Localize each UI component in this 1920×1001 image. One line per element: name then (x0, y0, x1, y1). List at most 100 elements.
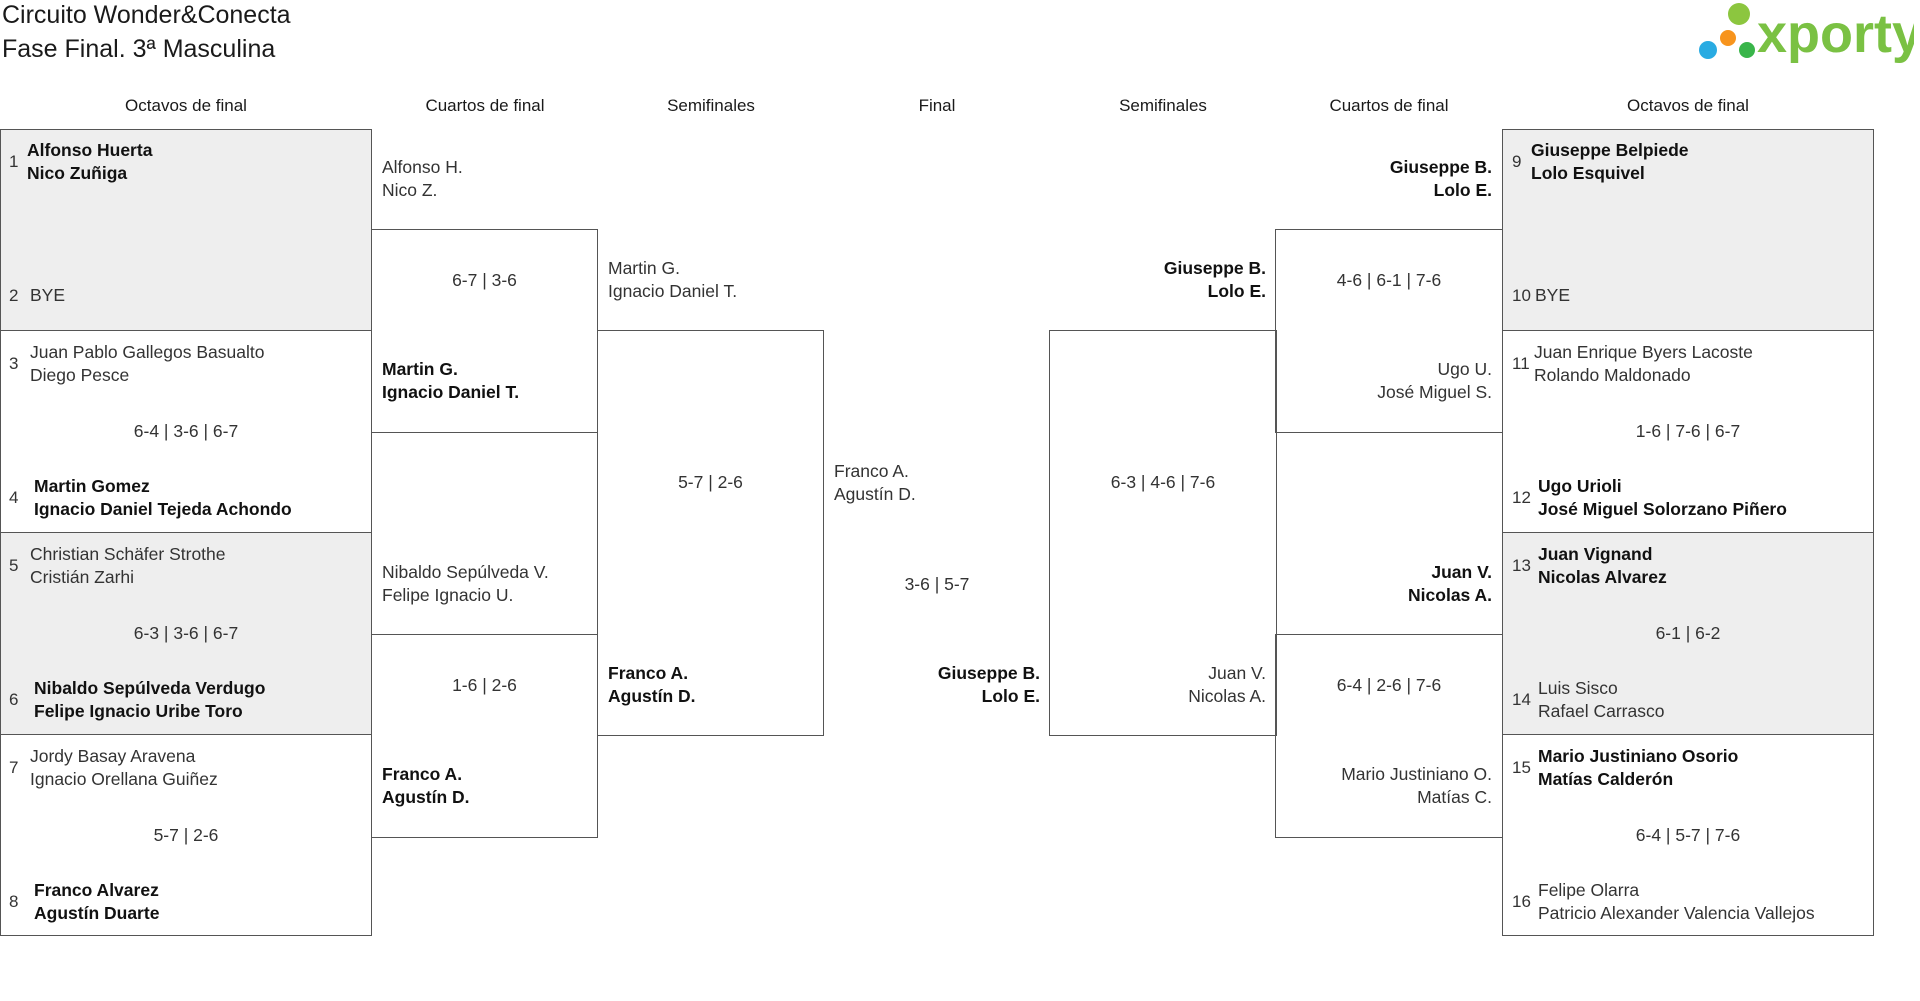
player-name: Nibaldo Sepúlveda Verdugo (34, 678, 266, 698)
player-name: Nicolas Alvarez (1538, 567, 1667, 587)
player-name: Rolando Maldonado (1534, 365, 1691, 385)
player-name: Juan Vignand (1538, 544, 1653, 564)
player-name: Agustín D. (834, 484, 916, 504)
match-box[interactable] (0, 129, 372, 331)
player-name: Jordy Basay Aravena (30, 746, 196, 766)
player-name: Martin G. (382, 359, 458, 379)
player-name: Juan V. (1208, 663, 1266, 683)
match-score: 6-4 | 5-7 | 7-6 (1635, 825, 1741, 845)
player-name: Nibaldo Sepúlveda V. (382, 562, 549, 582)
player-name: Franco A. (608, 663, 689, 683)
col-header-left-qf: Cuartos de final (425, 96, 545, 115)
player-name: Matías Calderón (1538, 769, 1674, 789)
player-name: Ignacio Daniel Tejeda Achondo (34, 499, 292, 519)
match-box[interactable] (1502, 129, 1874, 331)
match-box[interactable] (0, 532, 372, 735)
player-name: Matías C. (1417, 787, 1492, 807)
seed-number: 16 (1512, 892, 1531, 911)
logo-dot-blue (1699, 41, 1717, 59)
player-name: Felipe Olarra (1538, 880, 1640, 900)
seed-number: 11 (1512, 354, 1530, 373)
seed-number: 2 (9, 286, 19, 305)
logo-dot-green-small (1739, 42, 1755, 58)
player-name: Franco A. (834, 461, 909, 481)
player-name: Ignacio Orellana Guiñez (30, 769, 218, 789)
logo-text: xporty (1757, 4, 1914, 64)
col-header-final: Final (918, 96, 956, 115)
player-name: Giuseppe B. (1163, 258, 1266, 278)
player-name: Agustín D. (608, 686, 696, 706)
seed-number: 5 (9, 556, 19, 575)
seed-number: 1 (9, 152, 19, 171)
match-score: 6-1 | 6-2 (1655, 623, 1721, 643)
logo-dot-green (1728, 3, 1750, 25)
seed-number: 6 (9, 690, 19, 709)
player-name: José Miguel S. (1377, 382, 1492, 402)
player-name: Ignacio Daniel T. (608, 281, 738, 301)
player-name: Nico Zuñiga (27, 163, 128, 183)
match-score: 1-6 | 2-6 (452, 675, 517, 695)
player-name: Felipe Ignacio U. (382, 585, 514, 605)
final-score: 3-6 | 5-7 (904, 574, 970, 594)
seed-number: 9 (1512, 152, 1522, 171)
match-score: 5-7 | 2-6 (678, 472, 743, 492)
player-name: Lolo E. (1207, 281, 1266, 301)
tournament-title: Circuito Wonder&Conecta (2, 1, 291, 29)
player-name: BYE (30, 285, 66, 305)
player-name: José Miguel Solorzano Piñero (1538, 499, 1787, 519)
seed-number: 8 (9, 892, 19, 911)
player-name: Ugo Urioli (1538, 476, 1622, 496)
seed-number: 13 (1512, 556, 1531, 575)
match-box[interactable] (1049, 330, 1277, 736)
player-name: Ignacio Daniel T. (382, 382, 520, 402)
player-name: Nico Z. (382, 180, 438, 200)
player-name: Luis Sisco (1538, 678, 1618, 698)
player-name: Juan Enrique Byers Lacoste (1534, 342, 1753, 362)
player-name: Juan Pablo Gallegos Basualto (30, 342, 265, 362)
player-name: Martin Gomez (34, 476, 150, 496)
col-header-left-sf: Semifinales (667, 96, 755, 115)
col-header-right-qf: Cuartos de final (1329, 96, 1449, 115)
seed-number: 14 (1512, 690, 1531, 709)
match-box[interactable] (597, 330, 824, 736)
match-score: 6-7 | 3-6 (452, 270, 517, 290)
col-header-right-sf: Semifinales (1119, 96, 1207, 115)
player-name: Agustín Duarte (34, 903, 160, 923)
match-score: 1-6 | 7-6 | 6-7 (1635, 421, 1741, 441)
match-score: 5-7 | 2-6 (153, 825, 219, 845)
player-name: Giuseppe Belpiede (1531, 140, 1689, 160)
match-box[interactable] (1502, 734, 1874, 936)
player-name: Franco Alvarez (34, 880, 159, 900)
player-name: Nicolas A. (1408, 585, 1492, 605)
seed-number: 4 (9, 488, 19, 507)
seed-number: 12 (1512, 488, 1531, 507)
player-name: Lolo E. (981, 686, 1040, 706)
player-name: Alfonso H. (382, 157, 463, 177)
col-header-right-r16: Octavos de final (1627, 96, 1749, 115)
seed-number: 15 (1512, 758, 1531, 777)
player-name: Giuseppe B. (937, 663, 1040, 683)
player-name: Cristián Zarhi (30, 567, 135, 587)
player-name: Juan V. (1431, 562, 1492, 582)
player-name: BYE (1535, 285, 1571, 305)
player-name: Nicolas A. (1188, 686, 1266, 706)
player-name: Patricio Alexander Valencia Vallejos (1538, 903, 1815, 923)
player-name: Mario Justiniano Osorio (1538, 746, 1739, 766)
player-name: Martin G. (608, 258, 680, 278)
match-score: 4-6 | 6-1 | 7-6 (1336, 270, 1442, 290)
xporty-logo: xporty (1692, 2, 1920, 68)
player-name: Mario Justiniano O. (1341, 764, 1492, 784)
player-name: Felipe Ignacio Uribe Toro (34, 701, 243, 721)
match-score: 6-3 | 3-6 | 6-7 (133, 623, 239, 643)
player-name: Diego Pesce (30, 365, 130, 385)
match-score: 6-4 | 3-6 | 6-7 (133, 421, 239, 441)
player-name: Ugo U. (1437, 359, 1492, 379)
match-box[interactable] (371, 634, 598, 838)
tournament-subtitle: Fase Final. 3ª Masculina (2, 35, 276, 63)
seed-number: 7 (9, 758, 19, 777)
logo-dot-orange (1720, 30, 1736, 46)
player-name: Franco A. (382, 764, 463, 784)
seed-number: 3 (9, 354, 19, 373)
player-name: Christian Schäfer Strothe (30, 544, 226, 564)
player-name: Giuseppe B. (1389, 157, 1492, 177)
